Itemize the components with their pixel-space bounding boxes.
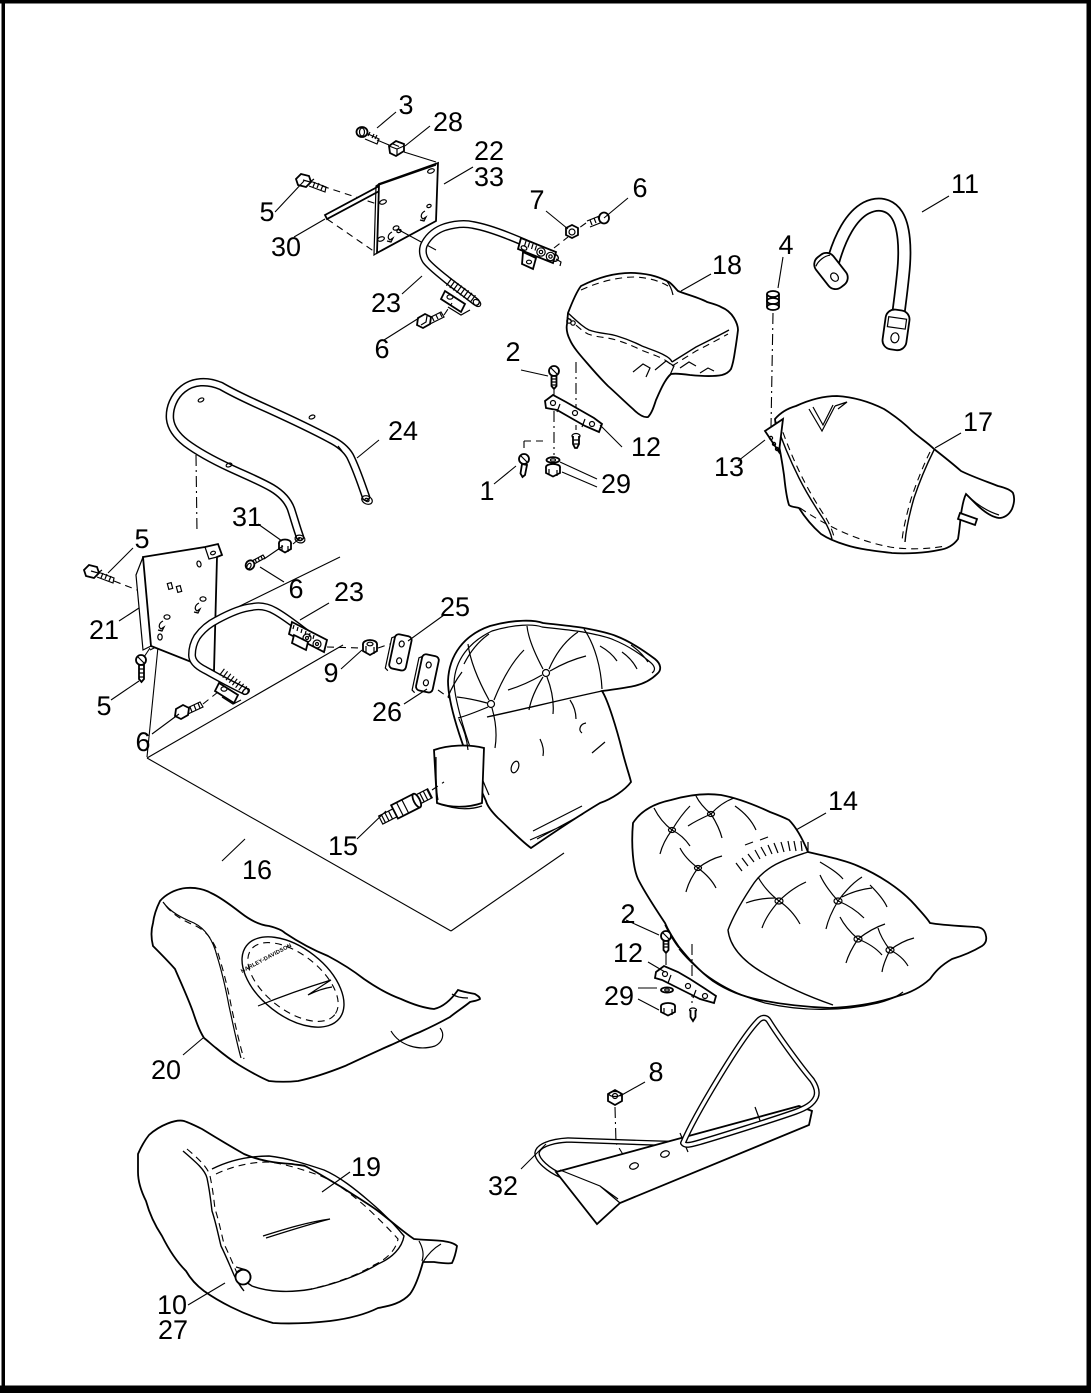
svg-text:16: 16 [242, 855, 272, 885]
svg-text:29: 29 [604, 981, 634, 1011]
svg-text:6: 6 [288, 574, 303, 604]
svg-text:9: 9 [323, 658, 338, 688]
svg-text:30: 30 [271, 232, 301, 262]
svg-text:10: 10 [157, 1290, 187, 1320]
svg-text:26: 26 [372, 697, 402, 727]
svg-text:11: 11 [951, 169, 979, 199]
svg-text:13: 13 [714, 452, 744, 482]
svg-text:12: 12 [613, 938, 643, 968]
svg-text:5: 5 [259, 197, 274, 227]
svg-text:5: 5 [134, 524, 149, 554]
svg-text:4: 4 [778, 230, 793, 260]
svg-text:5: 5 [96, 691, 111, 721]
svg-text:2: 2 [620, 899, 635, 929]
svg-text:2: 2 [505, 337, 520, 367]
svg-text:23: 23 [371, 288, 401, 318]
svg-text:15: 15 [328, 831, 358, 861]
svg-text:3: 3 [398, 90, 413, 120]
svg-text:25: 25 [440, 592, 470, 622]
svg-text:32: 32 [488, 1171, 518, 1201]
svg-text:7: 7 [529, 185, 544, 215]
svg-text:1: 1 [479, 476, 494, 506]
svg-text:24: 24 [388, 416, 418, 446]
svg-text:6: 6 [632, 173, 647, 203]
svg-text:14: 14 [828, 786, 858, 816]
svg-text:22: 22 [474, 136, 504, 166]
svg-text:29: 29 [601, 469, 631, 499]
svg-text:17: 17 [963, 407, 993, 437]
svg-text:21: 21 [89, 615, 119, 645]
svg-text:6: 6 [135, 727, 150, 757]
svg-text:31: 31 [232, 502, 262, 532]
svg-text:33: 33 [474, 162, 504, 192]
svg-text:28: 28 [433, 107, 463, 137]
svg-text:6: 6 [374, 334, 389, 364]
svg-text:19: 19 [351, 1152, 381, 1182]
svg-text:18: 18 [712, 250, 742, 280]
svg-text:20: 20 [151, 1055, 181, 1085]
svg-text:23: 23 [334, 577, 364, 607]
svg-text:8: 8 [648, 1057, 663, 1087]
svg-text:27: 27 [158, 1315, 188, 1345]
svg-text:12: 12 [631, 432, 661, 462]
